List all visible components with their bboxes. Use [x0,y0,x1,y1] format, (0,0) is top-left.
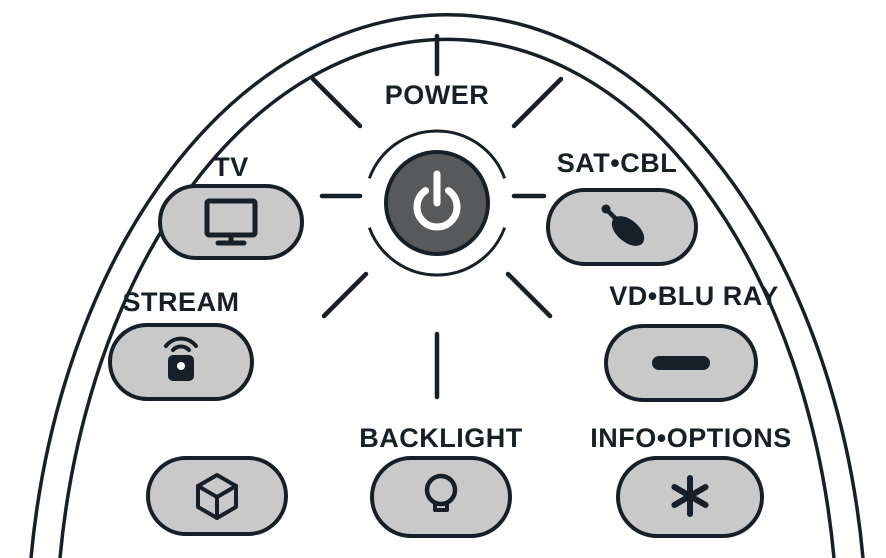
remote-shell-outer-line [29,13,865,558]
satellite-dish-arm [606,209,631,234]
light-bulb-base [433,501,449,512]
disc-slot-icon [652,356,710,370]
button-stream[interactable] [108,323,254,401]
dvd-bluray-label: VD•BLU RAY [609,281,778,311]
tv-monitor-stand-icon [215,232,247,246]
satellite-dish-icon [601,204,645,246]
asterisk-icon [671,475,709,517]
power-ray-upper-left [310,76,363,129]
sat-cbl-label: SAT•CBL [557,148,677,178]
power-ring [367,129,507,277]
tv-button-face [158,184,304,260]
button-cube[interactable] [146,456,288,536]
button-dvd-bluray[interactable] [604,324,758,402]
info-options-label: INFO•OPTIONS [590,423,791,453]
power-ray-lower-right [505,271,553,319]
power-ring-top-arc [367,129,507,179]
power-label: POWER [385,80,490,110]
power-rays [310,33,564,400]
button-sat-cbl[interactable] [546,188,698,266]
button-backlight[interactable] [370,456,512,538]
light-bulb-icon [424,473,458,507]
backlight-button-face [370,456,512,538]
stream-wave-large-icon [164,336,198,348]
cube-icon-inner-edges [196,484,238,520]
remote-shell-inner-line [58,37,836,558]
button-tv[interactable] [158,184,304,260]
stream-label: STREAM [123,287,240,317]
satellite-dish-feed [601,204,611,214]
power-icon [413,187,461,231]
tv-label: TV [213,152,249,182]
backlight-label: BACKLIGHT [359,423,522,453]
power-ring-bottom-arc [367,227,507,277]
power-ray-lower-left [321,271,369,319]
button-info-options[interactable] [616,456,764,538]
power-button[interactable] [384,150,490,256]
stream-box-dot [177,362,185,370]
stream-wave-small-icon [171,344,191,352]
power-ray-upper-right [511,76,564,129]
